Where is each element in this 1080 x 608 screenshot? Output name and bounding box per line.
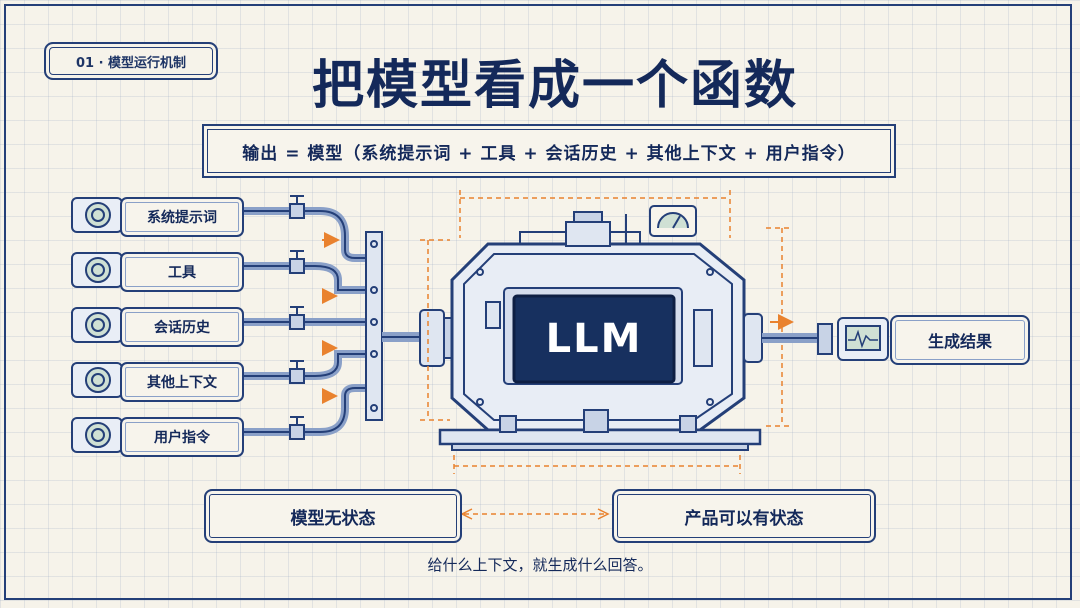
input-pipes — [71, 195, 459, 453]
gauge-icon — [71, 197, 123, 233]
pressure-gauge-icon — [649, 205, 697, 237]
valve-icon — [289, 306, 305, 330]
gauge-icon — [71, 307, 123, 343]
valve-icon — [289, 195, 305, 219]
llm-panel — [512, 294, 676, 384]
output-label: 生成结果 — [890, 315, 1030, 365]
input-label-system-prompt: 系统提示词 — [120, 197, 244, 237]
monitor-icon — [837, 317, 889, 361]
gauge-icon — [71, 252, 123, 288]
input-label-other-context: 其他上下文 — [120, 362, 244, 402]
formula-box: 输出 = 模型（系统提示词 + 工具 + 会话历史 + 其他上下文 + 用户指令… — [202, 124, 896, 178]
valve-icon — [289, 416, 305, 440]
page-title: 把模型看成一个函数 — [311, 55, 798, 116]
input-label-history: 会话历史 — [120, 307, 244, 347]
flow-arrows — [322, 232, 794, 404]
valve-icon — [289, 250, 305, 274]
state-link — [460, 508, 610, 520]
footer-caption: 给什么上下文，就生成什么回答。 — [427, 555, 653, 574]
gauge-icon — [71, 362, 123, 398]
input-label-user-instruction: 用户指令 — [120, 417, 244, 457]
valve-icon — [289, 360, 305, 384]
gauge-icon — [71, 417, 123, 453]
stateful-product-box: 产品可以有状态 — [612, 489, 876, 543]
llm-label: LLM — [545, 316, 643, 362]
section-tag: 01 · 模型运行机制 — [44, 42, 218, 80]
input-label-tools: 工具 — [120, 252, 244, 292]
stateless-model-box: 模型无状态 — [204, 489, 462, 543]
